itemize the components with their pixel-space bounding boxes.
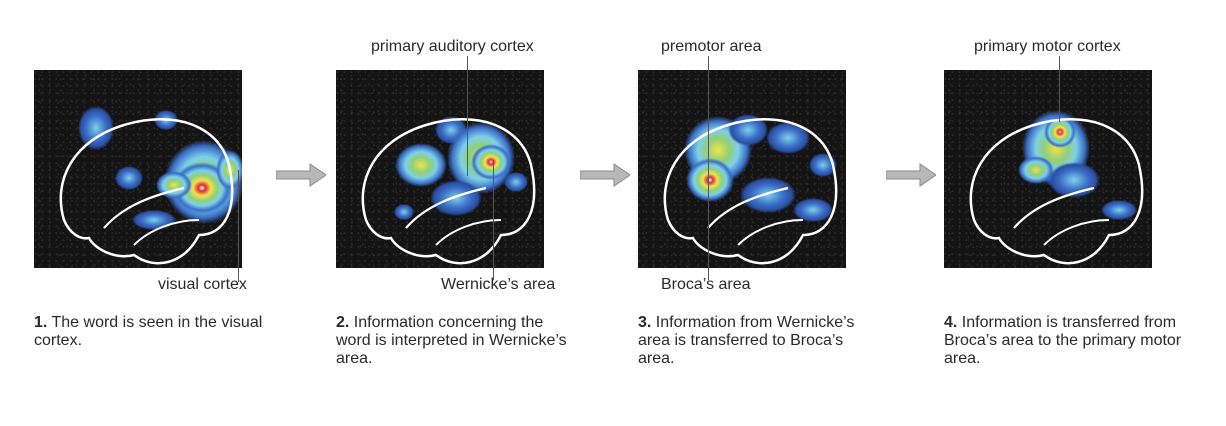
label-primary-motor-cortex: primary motor cortex [974,38,1121,55]
step-caption-1: 1. The word is seen in the visual cortex… [34,314,274,350]
step-number: 1. [34,314,48,331]
step-text: The word is seen in the visual cortex. [34,314,263,349]
step-number: 2. [336,314,350,331]
leader-line-premotor-area [708,56,709,280]
pet-scan-3 [638,70,846,268]
label-primary-auditory-cortex: primary auditory cortex [371,38,534,55]
leader-line-primary-auditory-cortex [467,56,468,176]
label-visual-cortex: visual cortex [158,276,247,293]
brain-scan-image [663,114,838,265]
pet-scan-1 [34,70,242,268]
brain-scan-image [361,116,536,265]
step-number: 3. [638,314,652,331]
step-caption-2: 2. Information concerning the word is in… [336,314,576,368]
step-text: Information is transferred from Broca’s … [944,314,1182,367]
arrow-right-icon [886,163,936,187]
pet-scan-2 [336,70,544,268]
leader-line-visual-cortex [238,170,239,282]
arrow-right-icon [580,163,630,187]
brain-scan-image [969,110,1144,265]
step-caption-3: 3. Information from Wernicke’s area is t… [638,314,878,368]
step-text: Information concerning the word is inter… [336,314,567,367]
pet-scan-4 [944,70,1152,268]
leader-line-wernickes-area [493,160,494,280]
label-wernickes-area: Wernicke’s area [441,276,556,293]
label-brocas-area: Broca’s area [661,276,751,293]
step-caption-4: 4. Information is transferred from Broca… [944,314,1184,368]
step-number: 4. [944,314,958,331]
label-premotor-area: premotor area [661,38,762,55]
brain-scan-image [59,106,242,265]
step-text: Information from Wernicke’s area is tran… [638,314,855,367]
arrow-right-icon [276,163,326,187]
leader-line-primary-motor-cortex [1059,56,1060,122]
